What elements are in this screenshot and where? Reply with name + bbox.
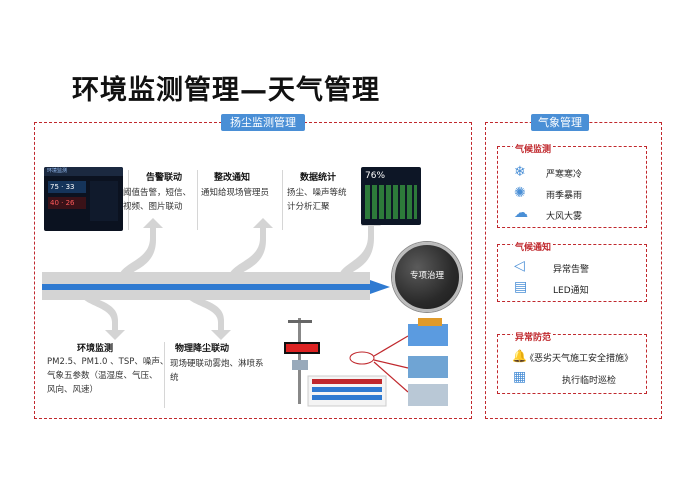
node-title-alarm-link: 告警联动 (146, 173, 183, 183)
monitor-screen-thumbnail: 环境监测 75 · 33 40 · 26 (44, 167, 123, 231)
special-governance-label: 专项治理 (409, 271, 444, 281)
prevention-item-patrol: 执行临时巡检 (562, 376, 617, 386)
checklist-icon: ▦ (513, 369, 527, 385)
node-desc-stats-line2: 计分析汇聚 (287, 202, 330, 212)
node-desc-env-line2: 气象五参数（温湿度、气压、 (47, 371, 158, 381)
branch-arrow-stats (338, 216, 381, 280)
climate-item-cold: 严寒寒冷 (546, 170, 583, 180)
branch-arrow-env (80, 292, 125, 340)
sun-icon: ✺ (514, 185, 526, 201)
branch-arrow-alarm (118, 218, 163, 280)
top-divider-3 (282, 170, 283, 230)
node-title-env-monitor: 环境监测 (77, 344, 114, 354)
notice-item-led: LED通知 (553, 286, 589, 296)
exception-prevention-group (497, 334, 647, 394)
bottom-divider-1 (164, 342, 165, 408)
stats-value: 76% (365, 171, 386, 181)
climate-item-wind-fog: 大风大雾 (546, 212, 583, 222)
blue-main-arrow (42, 280, 390, 294)
cloud-fog-icon: ☁ (514, 205, 528, 221)
prevention-item-safety-measures: 《恶劣天气施工安全措施》 (525, 354, 634, 364)
node-desc-rectify-line1: 通知给现场管理员 (201, 188, 270, 198)
node-title-data-stats: 数据统计 (300, 173, 337, 183)
climate-monitor-group (497, 146, 647, 228)
top-divider-1 (128, 170, 129, 230)
node-title-dust-reduction: 物理降尘联动 (175, 344, 230, 354)
dust-monitoring-tab[interactable]: 扬尘监测管理 (221, 114, 305, 131)
weather-management-tab[interactable]: 气象管理 (531, 114, 589, 131)
snowflake-icon: ❄ (514, 164, 526, 180)
screen-value-block: 75 · 33 (48, 181, 86, 193)
group-title-exception-prevention: 异常防范 (513, 330, 554, 343)
stats-screen-thumbnail: 76% (361, 167, 421, 225)
node-desc-alarm-line2: 视频、图片联动 (123, 202, 183, 212)
screen-alert-block: 40 · 26 (48, 197, 86, 209)
node-desc-alarm-line1: 阈值告警，短信、 (123, 188, 192, 198)
climate-item-rain: 雨季暴雨 (546, 191, 583, 201)
node-desc-env-line1: PM2.5、PM1.0 、TSP、噪声、 (47, 357, 169, 367)
bell-icon: 🔔 (512, 349, 527, 363)
screen-header: 环境监测 (44, 167, 123, 176)
stats-grid (365, 185, 417, 219)
monitoring-equipment-illustration (284, 318, 448, 407)
climate-notice-group (497, 244, 647, 302)
node-title-rectify-notice: 整改通知 (214, 173, 251, 183)
branch-arrow-dust (185, 292, 231, 340)
top-divider-2 (197, 170, 198, 230)
led-board-icon: ▤ (514, 279, 528, 295)
page-title: 环境监测管理—天气管理 (72, 75, 380, 106)
megaphone-icon: ◁ (514, 258, 525, 274)
group-title-climate-monitor: 气候监测 (513, 142, 554, 155)
group-title-climate-notice: 气候通知 (513, 240, 554, 253)
special-governance-circle (392, 242, 462, 312)
notice-item-alarm: 异常告警 (553, 265, 590, 275)
node-desc-env-line3: 风向、风速） (47, 385, 99, 395)
node-desc-stats-line1: 扬尘、噪声等统 (287, 188, 347, 198)
node-desc-dust-line2: 统 (170, 373, 179, 383)
node-desc-dust-line1: 现场硬联动雾炮、淋喷系 (170, 359, 264, 369)
screen-sidebar (90, 181, 118, 221)
branch-arrow-notice (228, 218, 273, 280)
